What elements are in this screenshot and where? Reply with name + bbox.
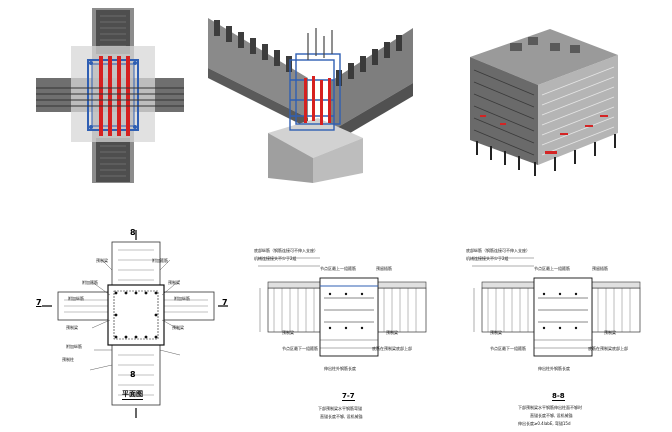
plan-label-3: 预制梁 (168, 280, 180, 285)
s77-callout-6: 节点区最下一组箍筋 (282, 346, 318, 351)
plan-title: 平面图 (122, 390, 143, 400)
plan-label-1: 附加箍筋 (152, 258, 168, 263)
s88-callout-8: 底筋在预制梁底部上部 (588, 346, 628, 351)
plan-label-6: 预制梁 (66, 325, 78, 330)
section-7-7-drawing (238, 248, 428, 358)
plan-label-4: 附加纵筋 (68, 296, 84, 301)
plan-drawing (30, 220, 230, 430)
s88-callout-0: 底部纵筋（钢筋连接可不伸入支座） (466, 248, 530, 253)
joint-3d-render (208, 8, 413, 183)
s88-callout-5: 预制梁 (604, 330, 616, 335)
s88-callout-1: 机械连接接头不少于2组 (466, 256, 509, 261)
plan-label-0: 预制梁 (96, 258, 108, 263)
joint-plan-render (36, 8, 184, 183)
plan-label-2: 附加箍筋 (82, 280, 98, 285)
s77-callout-0: 底部纵筋（钢筋连接可不伸入支座） (254, 248, 318, 253)
s88-callout-7: 伸出柱外钢筋长度 (538, 366, 570, 371)
plan-label-8: 附加纵筋 (66, 344, 82, 349)
plan-cut-bottom: 8 (130, 370, 136, 379)
s77-callout-2: 节点区最上一组箍筋 (320, 266, 356, 271)
s77-callout-1: 机械连接接头不少于2组 (254, 256, 297, 261)
section-8-8-drawing (452, 248, 642, 358)
s77-callout-7: 伸出柱外钢筋长度 (324, 366, 356, 371)
s77-callout-3: 预留插筋 (376, 266, 392, 271)
building-3d-render (450, 15, 650, 185)
s88-callout-4: 预制梁 (490, 330, 502, 335)
plan-cut-top: 8 (130, 228, 136, 237)
s88-callout-6: 节点区最下一组箍筋 (490, 346, 526, 351)
s88-note-1: 直锚长度不够, 设机械锚 (530, 413, 573, 418)
s77-callout-8: 底筋在预制梁底部上部 (372, 346, 412, 351)
s77-callout-4: 预制梁 (282, 330, 294, 335)
plan-label-5: 附加纵筋 (174, 296, 190, 301)
plan-label-7: 预制梁 (172, 325, 184, 330)
plan-cut-left: 7 (36, 298, 42, 307)
s77-callout-5: 预制梁 (386, 330, 398, 335)
s88-note-0: 下部预制梁水平钢筋伸出柱面不够时 (518, 405, 582, 410)
plan-cut-right: 7 (222, 298, 228, 307)
s77-note-0: 下部预制梁水平钢筋弯锚 (318, 406, 362, 411)
s88-note-2: 伸出长度≥0.4labE, 弯锚15d (518, 421, 571, 426)
section-8-8-title: 8-8 (552, 392, 565, 401)
s88-callout-2: 节点区最上一组箍筋 (534, 266, 570, 271)
plan-label-9: 预制柱 (62, 357, 74, 362)
s77-note-1: 直锚长度不够, 设机械锚 (320, 414, 363, 419)
s88-callout-3: 预留插筋 (592, 266, 608, 271)
section-7-7-title: 7-7 (342, 392, 355, 401)
